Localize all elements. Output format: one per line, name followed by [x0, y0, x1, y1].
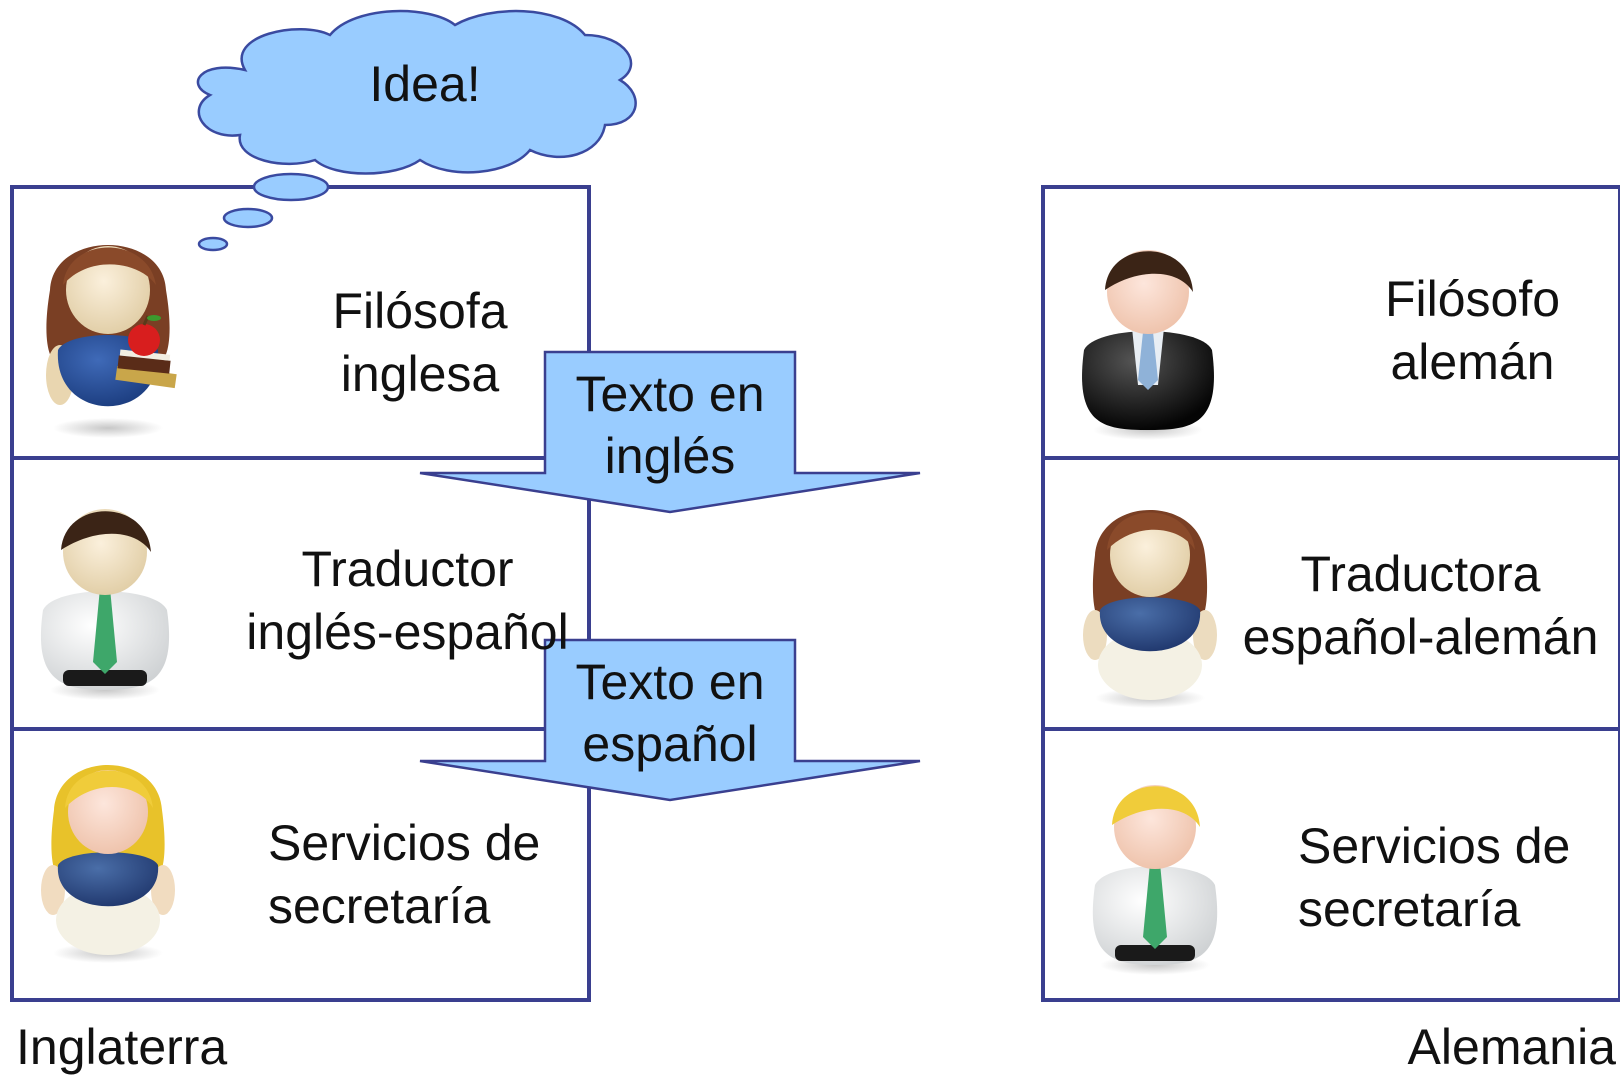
right-role-translator-line1: Traductora: [1300, 546, 1541, 602]
books-icon: [115, 349, 177, 389]
left-role-translator-line1: Traductor: [301, 541, 514, 597]
arrow-spanish-text: [419, 638, 921, 802]
left-role-philosopher: Filósofa inglesa: [305, 280, 535, 406]
left-box-secretary: [10, 727, 591, 1002]
woman-vest-blonde-icon: [41, 765, 175, 963]
country-label-left: Inglaterra: [16, 1019, 228, 1075]
left-role-secretary-line2: secretaría: [268, 878, 491, 934]
left-role-translator: Traductor inglés-español: [230, 538, 585, 664]
thought-bubbles: [197, 172, 330, 252]
man-tie-blond-icon: [1092, 785, 1218, 975]
right-role-secretary: Servicios de secretaría: [1298, 815, 1608, 941]
left-role-secretary-line1: Servicios de: [268, 815, 541, 871]
left-role-translator-line2: inglés-español: [246, 604, 569, 660]
man-suit-icon: [1082, 250, 1214, 440]
right-role-philosopher: Filósofo alemán: [1350, 268, 1595, 394]
right-column: [1041, 185, 1620, 1002]
right-role-philosopher-line1: Filósofo: [1384, 271, 1561, 327]
right-role-translator-line2: español-alemán: [1242, 609, 1599, 665]
right-role-secretary-line1: Servicios de: [1298, 818, 1571, 874]
woman-teacher-icon: [46, 245, 177, 438]
arrow-spanish-line2: español: [582, 716, 758, 772]
man-tie-icon: [40, 509, 170, 700]
right-role-philosopher-line2: alemán: [1390, 334, 1555, 390]
thought-bubble-large: [252, 172, 330, 202]
left-role-philosopher-line1: Filósofa: [332, 283, 508, 339]
arrow-english-label: Texto en inglés: [545, 363, 795, 487]
left-role-philosopher-line2: inglesa: [340, 346, 500, 402]
thought-bubble-medium: [222, 207, 274, 229]
thought-cloud: [196, 9, 637, 175]
right-box-secretary: [1041, 727, 1620, 1002]
arrow-english-line2: inglés: [604, 428, 736, 484]
right-role-secretary-line2: secretaría: [1298, 881, 1521, 937]
right-role-translator: Traductora español-alemán: [1228, 543, 1613, 669]
thought-text: Idea!: [369, 56, 481, 112]
woman-vest-brunette-icon: [1083, 510, 1217, 708]
arrow-spanish-line1: Texto en: [575, 654, 765, 710]
left-role-secretary: Servicios de secretaría: [268, 812, 578, 938]
arrow-english-text: [419, 350, 921, 514]
country-label-right: Alemania: [1407, 1019, 1616, 1075]
apple-icon: [128, 315, 161, 356]
arrow-english-line1: Texto en: [575, 366, 765, 422]
arrow-spanish-label: Texto en español: [545, 651, 795, 775]
thought-bubble-small: [197, 236, 229, 252]
